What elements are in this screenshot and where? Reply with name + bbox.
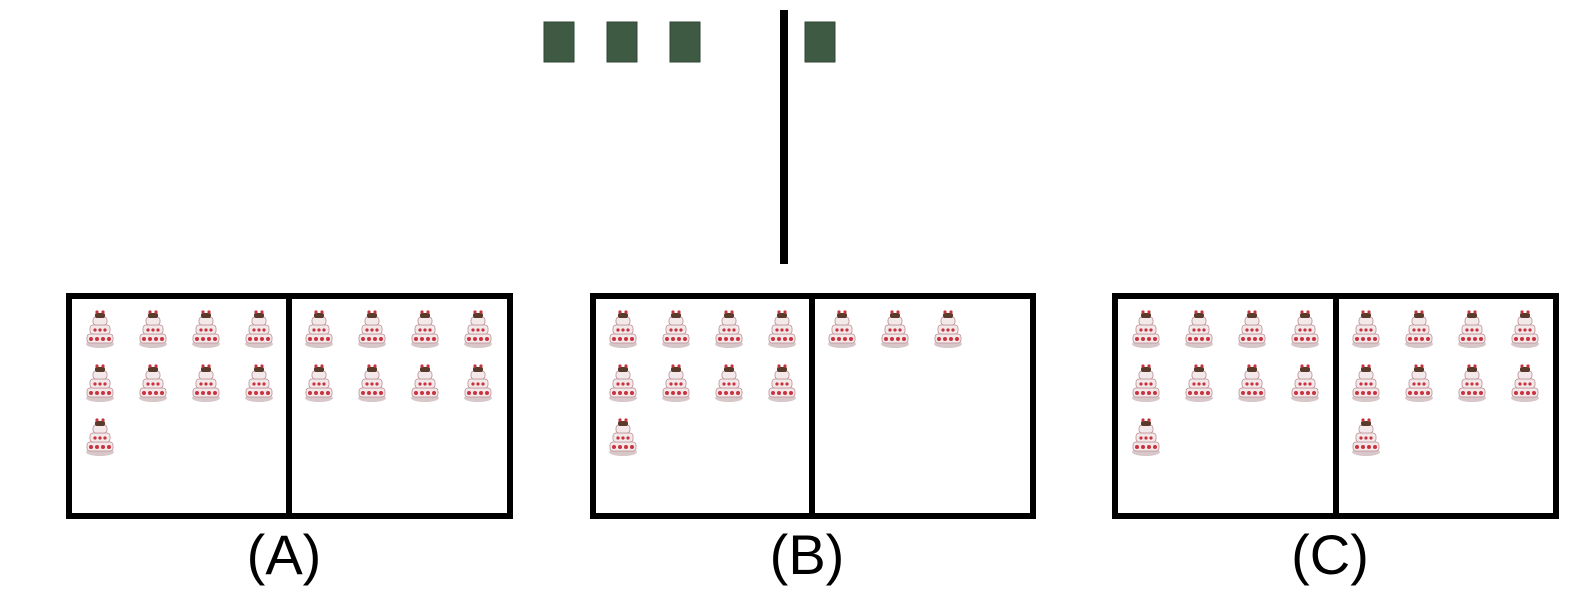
cake-icon <box>1404 363 1434 403</box>
cake-icon <box>661 363 691 403</box>
cake-icon <box>1510 363 1540 403</box>
prompt-row <box>543 10 836 264</box>
cake-icon <box>608 417 638 457</box>
cake-icon <box>1457 363 1487 403</box>
option-b-left-cell <box>608 309 797 457</box>
cake-icon <box>1290 309 1320 349</box>
option-a-label[interactable]: (A) <box>246 523 322 586</box>
cake-icon <box>463 309 493 349</box>
cake-icon <box>827 309 857 349</box>
cake-icon <box>357 363 387 403</box>
option-b[interactable] <box>590 293 1036 519</box>
cake-icon <box>357 309 387 349</box>
cake-icon <box>304 363 334 403</box>
cake-icon <box>1404 309 1434 349</box>
prompt-right-blocks <box>804 21 836 63</box>
cake-icon <box>410 363 440 403</box>
cake-icon <box>191 363 221 403</box>
cake-icon <box>1184 309 1214 349</box>
cake-icon <box>1237 309 1267 349</box>
option-c-left-cell <box>1131 309 1320 457</box>
cake-icon <box>1131 417 1161 457</box>
cake-icon <box>880 309 910 349</box>
option-a[interactable] <box>66 293 513 519</box>
option-b-label[interactable]: (B) <box>769 523 845 586</box>
cake-icon <box>138 309 168 349</box>
cake-icon <box>608 363 638 403</box>
cake-icon <box>463 363 493 403</box>
cake-icon <box>1351 417 1381 457</box>
cake-icon <box>1131 309 1161 349</box>
cake-icon <box>244 309 274 349</box>
option-c-label[interactable]: (C) <box>1291 523 1369 586</box>
cake-icon <box>1184 363 1214 403</box>
cake-icon <box>191 309 221 349</box>
green-block <box>606 21 638 63</box>
option-c-right-cell <box>1351 309 1540 457</box>
cake-icon <box>1237 363 1267 403</box>
green-block <box>543 21 575 63</box>
green-block <box>669 21 701 63</box>
cake-icon <box>1131 363 1161 403</box>
prompt-left-blocks <box>543 21 701 63</box>
cake-icon <box>767 309 797 349</box>
cake-icon <box>138 363 168 403</box>
cake-icon <box>1351 363 1381 403</box>
option-c[interactable] <box>1112 293 1559 519</box>
option-b-right-cell <box>827 309 963 349</box>
option-a-left-cell <box>85 309 274 457</box>
cake-icon <box>85 417 115 457</box>
option-a-right-cell <box>304 309 493 403</box>
cake-icon <box>85 309 115 349</box>
cake-icon <box>767 363 797 403</box>
cake-icon <box>933 309 963 349</box>
green-block <box>804 21 836 63</box>
cake-icon <box>244 363 274 403</box>
cake-icon <box>85 363 115 403</box>
cake-icon <box>1351 309 1381 349</box>
cake-icon <box>1510 309 1540 349</box>
cake-icon <box>1457 309 1487 349</box>
cake-icon <box>608 309 638 349</box>
cake-icon <box>1290 363 1320 403</box>
cake-icon <box>714 363 744 403</box>
cake-icon <box>714 309 744 349</box>
cake-icon <box>410 309 440 349</box>
cake-icon <box>304 309 334 349</box>
cake-icon <box>661 309 691 349</box>
